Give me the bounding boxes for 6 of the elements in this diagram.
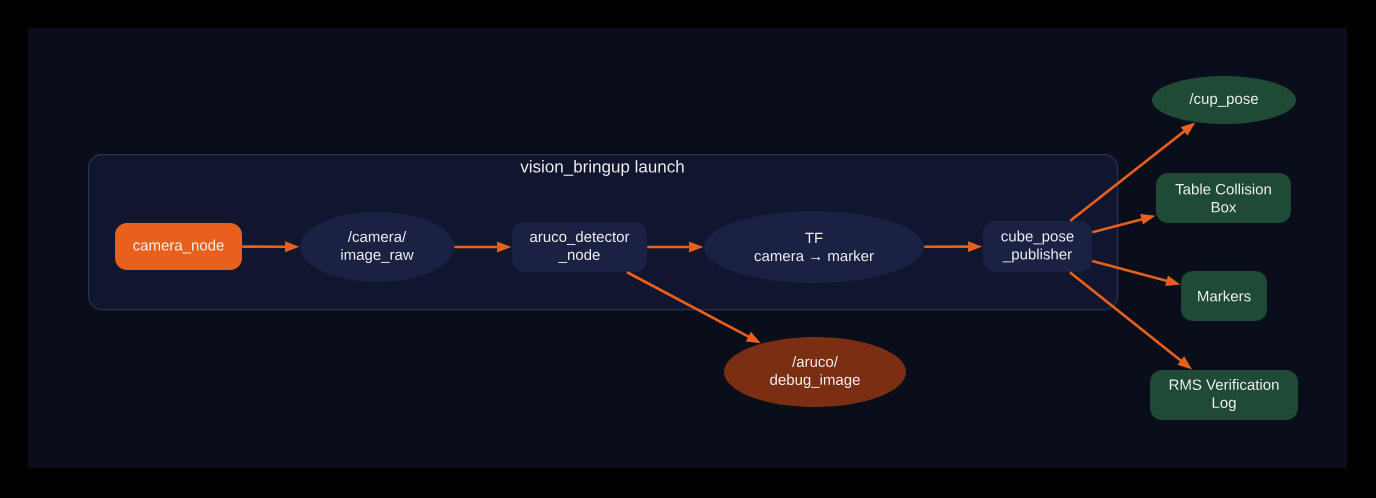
process-box: aruco_detector _node [512, 222, 647, 272]
output-box: RMS Verification Log [1150, 370, 1298, 420]
process-box: cube_pose _publisher [983, 221, 1092, 272]
output-box: Table Collision Box [1156, 173, 1291, 223]
process-box: camera_node [115, 223, 242, 270]
output-box: Markers [1181, 271, 1267, 321]
